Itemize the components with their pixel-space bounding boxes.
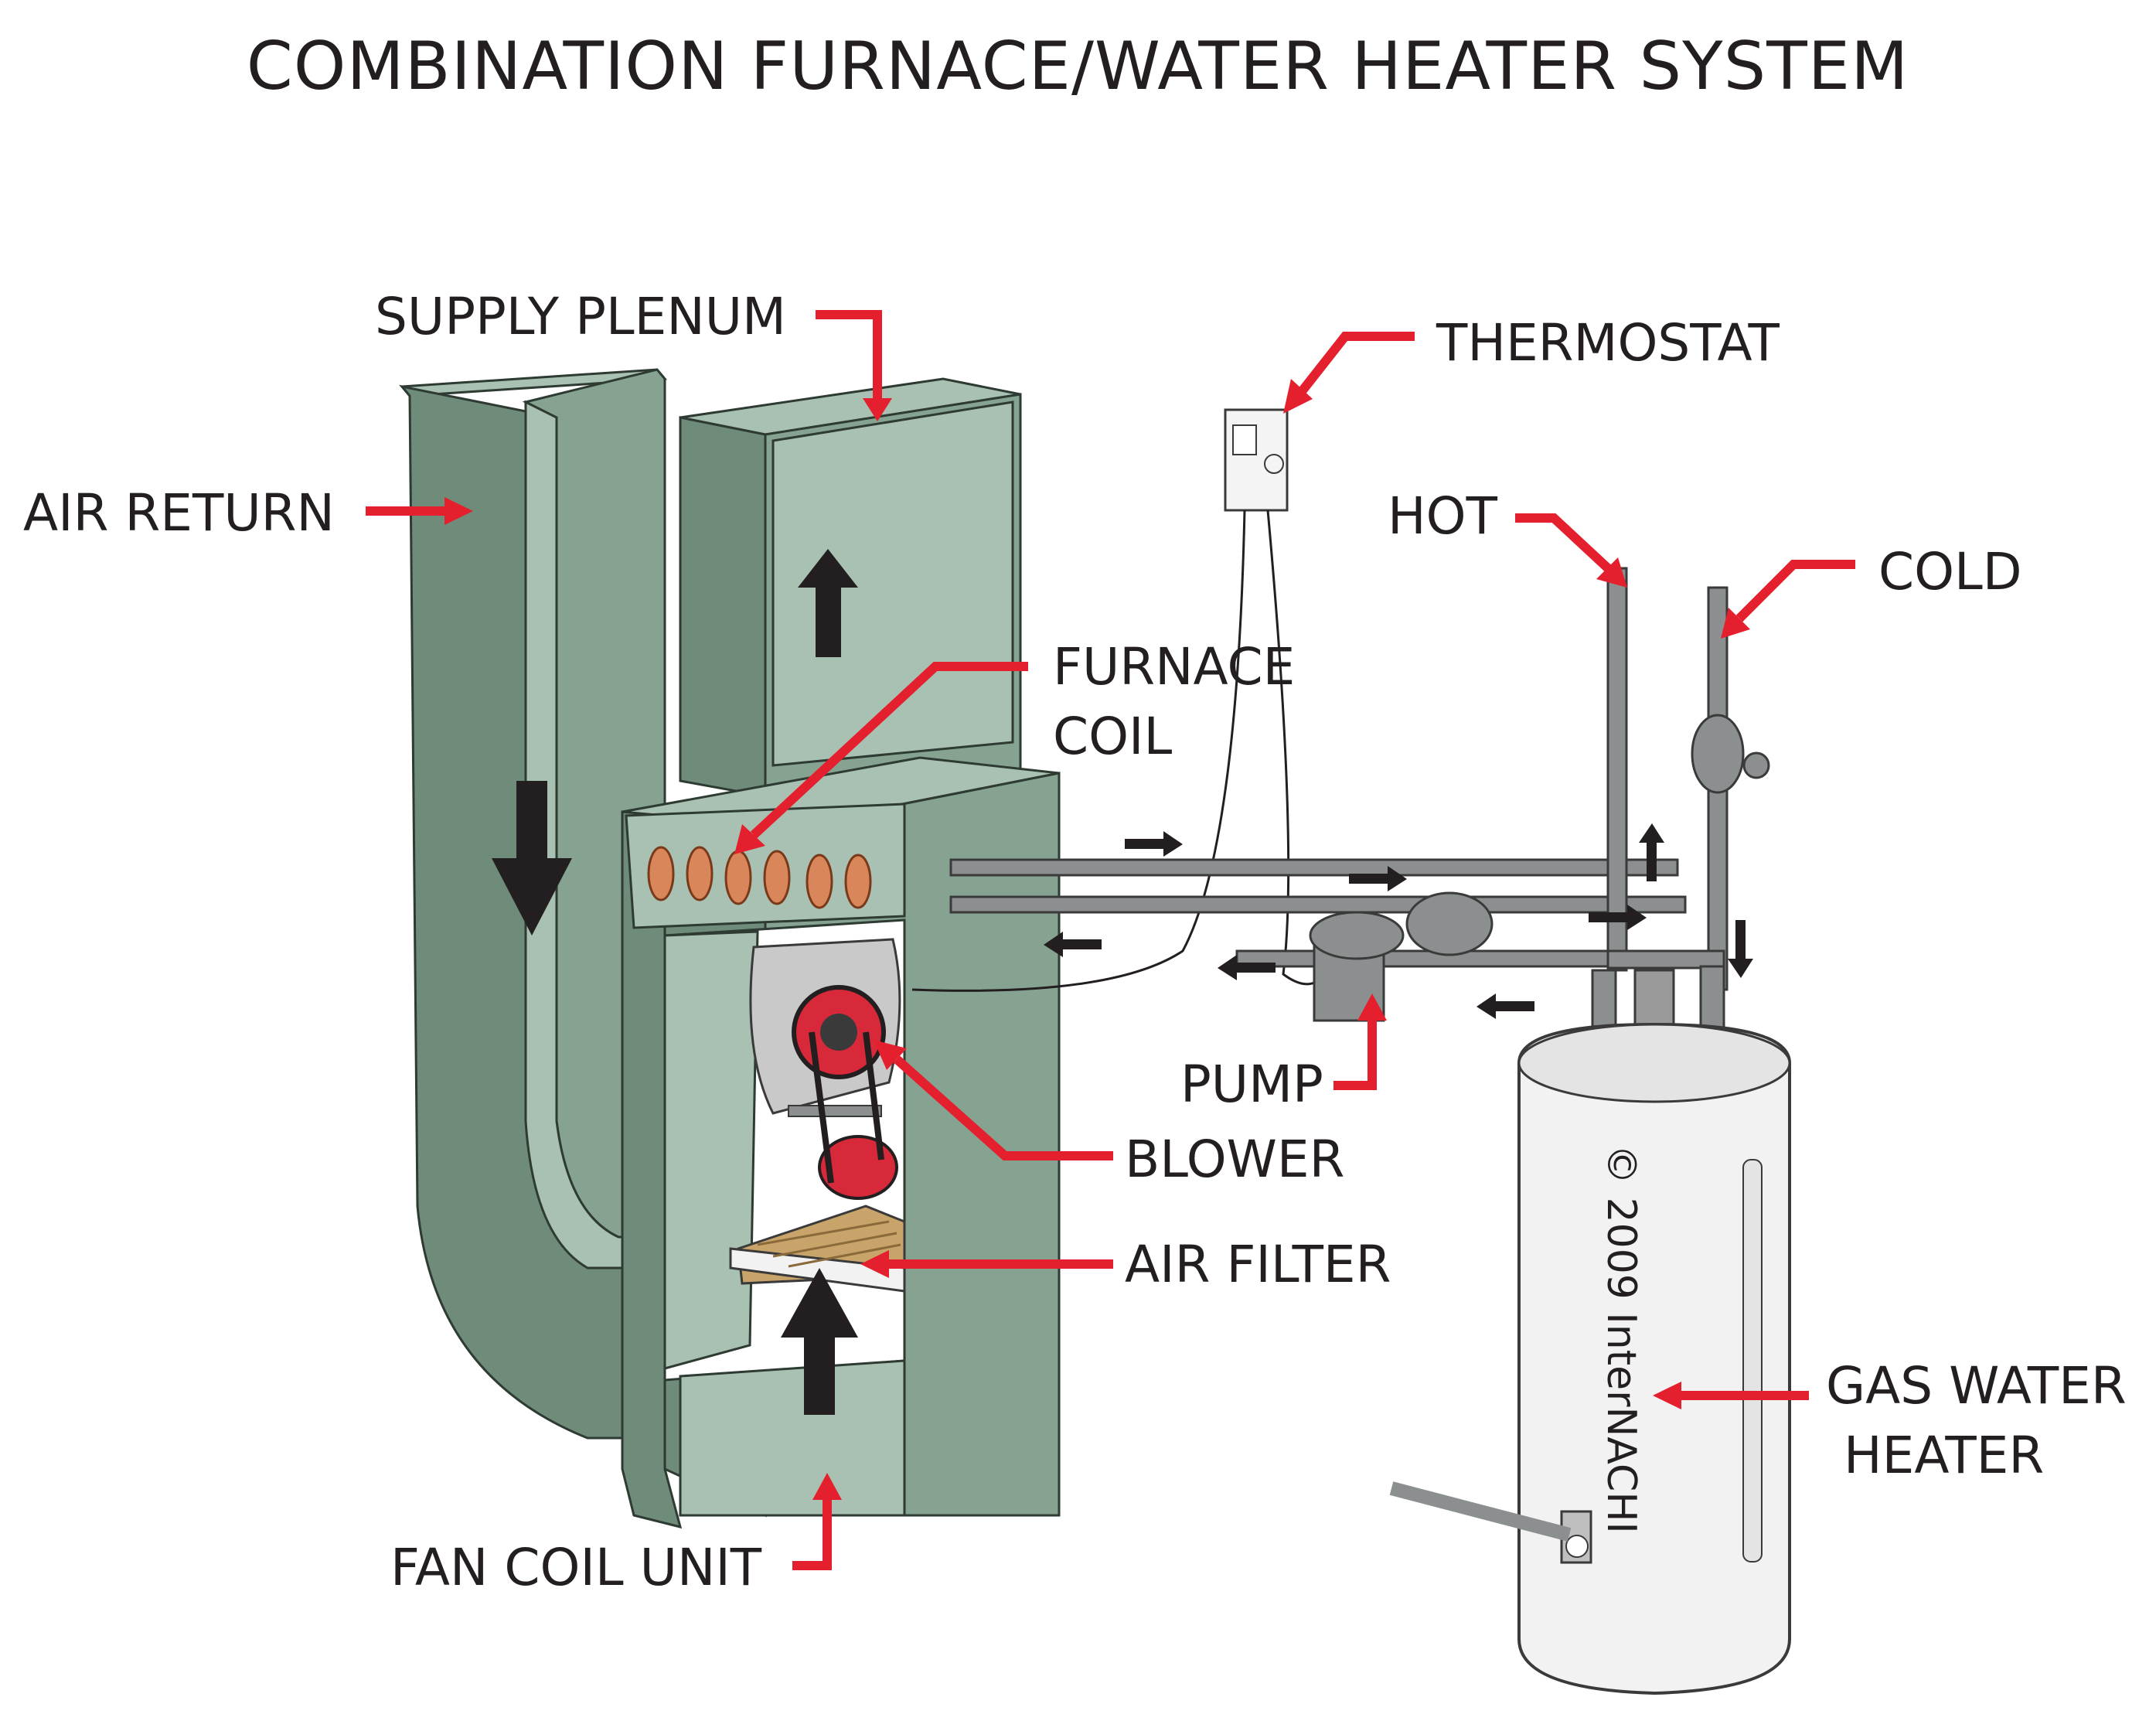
red-arrow-icon: [1721, 608, 1750, 639]
airflow-arrows: [492, 549, 858, 1415]
label-furnace-coil: FURNACE: [1053, 637, 1295, 697]
down-arrow-icon: [1728, 920, 1753, 978]
label-blower: BLOWER: [1125, 1130, 1344, 1189]
red-arrow-icon: [444, 497, 473, 525]
right-arrow-icon: [1349, 866, 1407, 891]
label-thermostat: THERMOSTAT: [1436, 313, 1780, 373]
red-arrow-icon: [1283, 379, 1313, 414]
label-fan-coil-unit: FAN COIL UNIT: [390, 1538, 762, 1597]
copyright-text: © 2009 InterNACHI: [1598, 1144, 1644, 1534]
left-arrow-icon: [1044, 932, 1102, 957]
right-arrow-icon: [1125, 831, 1183, 857]
red-arrow-icon: [874, 1040, 907, 1070]
water-flow-arrows: [1044, 823, 1753, 1019]
up-arrow-icon: [1639, 823, 1664, 881]
red-arrow-icon: [1653, 1382, 1681, 1409]
blower: [749, 938, 901, 1200]
red-arrow-icon: [1596, 557, 1627, 588]
thermostat: [1224, 408, 1289, 512]
red-arrow-icon: [734, 824, 765, 854]
thermostat-wire: [911, 509, 1246, 992]
label-furnace-coil: COIL: [1053, 707, 1172, 766]
red-arrow-icon: [812, 1473, 842, 1500]
label-air-filter: AIR FILTER: [1125, 1235, 1391, 1294]
label-hot: HOT: [1388, 486, 1498, 546]
label-supply-plenum: SUPPLY PLENUM: [375, 287, 786, 346]
thermostat-wire: [1266, 509, 1331, 986]
up-arrow-icon: [781, 1268, 858, 1415]
right-arrow-icon: [1589, 905, 1647, 930]
up-arrow-icon: [798, 549, 858, 657]
red-arrow-icon: [1357, 993, 1387, 1021]
down-arrow-icon: [492, 781, 572, 935]
label-gas-water-heater: GAS WATER: [1826, 1356, 2127, 1416]
callout-arrows: [366, 310, 1855, 1570]
label-air-return: AIR RETURN: [23, 483, 335, 543]
supply-plenum-box: [679, 377, 1022, 798]
label-gas-water-heater: HEATER: [1844, 1426, 2044, 1485]
left-arrow-icon: [1477, 993, 1534, 1019]
diagram-title: COMBINATION FURNACE/WATER HEATER SYSTEM: [247, 28, 1909, 105]
red-arrow-icon: [863, 398, 892, 421]
label-pump: PUMP: [1180, 1055, 1323, 1114]
furnace-coil: [647, 846, 872, 909]
label-cold: COLD: [1878, 542, 2022, 601]
gas-water-heater: [1389, 1022, 1791, 1695]
left-arrow-icon: [1218, 955, 1276, 980]
red-arrow-icon: [860, 1250, 889, 1278]
